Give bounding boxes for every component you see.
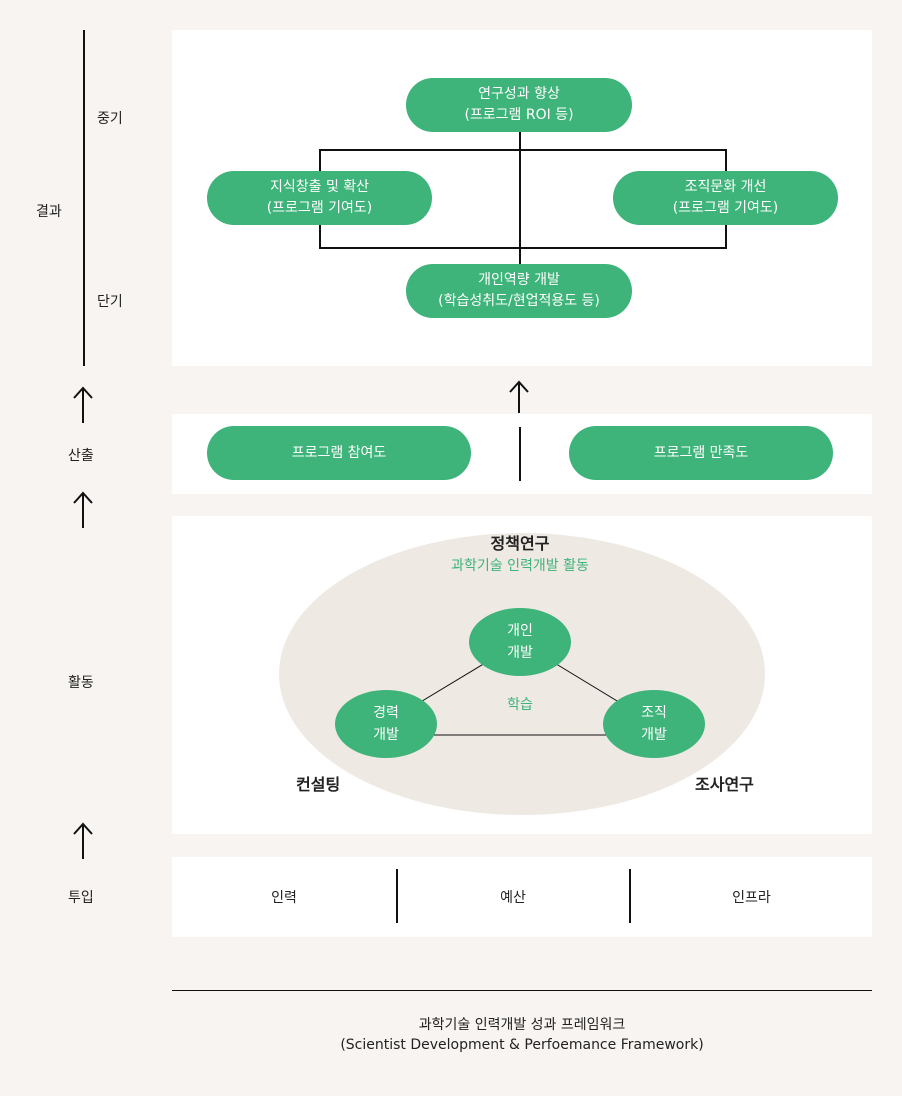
node-organization-development: 조직 개발: [603, 690, 705, 758]
label-input: 투입: [68, 890, 94, 906]
output-satisfaction: 프로그램 만족도: [569, 426, 833, 480]
policy-research-label: 정책연구: [490, 534, 550, 553]
label-result: 결과: [36, 204, 62, 220]
caption-divider: [172, 990, 872, 991]
learning-label: 학습: [507, 697, 533, 713]
caption-subtitle: (Scientist Development & Perfoemance Fra…: [340, 1037, 704, 1053]
up-arrow-icon: [73, 822, 93, 859]
up-arrow-icon: [509, 380, 529, 413]
outcome-individual-competency: 개인역량 개발 (학습성취도/현업적용도 등): [406, 264, 632, 318]
caption-title: 과학기술 인력개발 성과 프레임워크: [418, 1017, 626, 1033]
activity-subtitle: 과학기술 인력개발 활동: [451, 558, 589, 574]
outcome-knowledge-creation: 지식창출 및 확산 (프로그램 기여도): [207, 171, 432, 225]
output-divider: [519, 427, 521, 481]
label-short-term: 단기: [97, 294, 123, 310]
output-participation: 프로그램 참여도: [207, 426, 471, 480]
node-individual-development: 개인 개발: [469, 608, 571, 676]
label-activity: 활동: [68, 675, 94, 691]
survey-research-label: 조사연구: [695, 775, 754, 794]
input-divider: [629, 869, 631, 923]
input-item-budget: 예산: [500, 890, 526, 906]
input-item-personnel: 인력: [271, 890, 297, 906]
node-career-development: 경력 개발: [335, 690, 437, 758]
outcome-research-performance: 연구성과 향상 (프로그램 ROI 등): [406, 78, 632, 132]
input-divider: [396, 869, 398, 923]
label-mid-term: 중기: [97, 111, 123, 127]
up-arrow-icon: [73, 386, 93, 423]
up-arrow-icon: [73, 491, 93, 528]
result-axis-line: [83, 30, 85, 366]
input-item-infrastructure: 인프라: [732, 890, 771, 906]
label-output: 산출: [68, 448, 94, 464]
input-panel: [172, 857, 872, 937]
outcome-org-culture: 조직문화 개선 (프로그램 기여도): [613, 171, 838, 225]
consulting-label: 컨설팅: [296, 775, 341, 794]
